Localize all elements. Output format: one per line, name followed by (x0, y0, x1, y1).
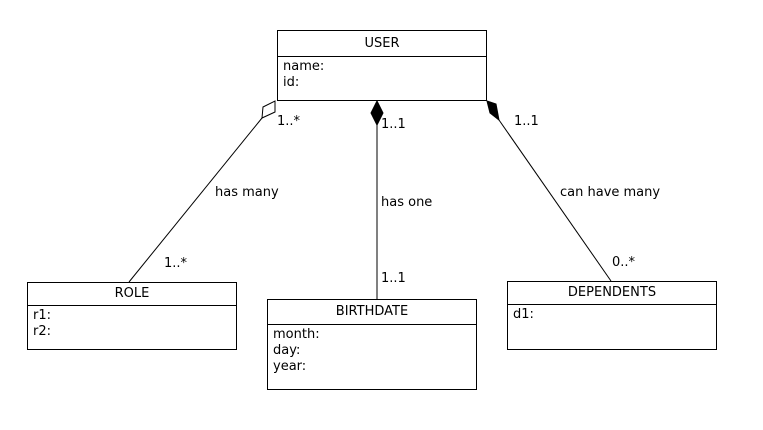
association-label: has many (215, 185, 279, 200)
class-attributes: d1: (508, 305, 716, 325)
multiplicity-label: 1..1 (381, 117, 406, 132)
multiplicity-label: 0..* (612, 255, 636, 270)
class-name: DEPENDENTS (508, 282, 716, 305)
multiplicity-label: 1..1 (514, 114, 539, 129)
user-dependents-association-line (498, 119, 612, 282)
association-label: has one (381, 195, 433, 210)
composition-diamond-icon (486, 100, 500, 122)
attribute: name: (283, 59, 325, 74)
class-dependents[interactable]: DEPENDENTS d1: (507, 281, 717, 350)
attribute: r2: (33, 324, 51, 339)
attribute: id: (283, 75, 300, 90)
aggregation-diamond-icon (261, 100, 276, 119)
attribute: d1: (513, 307, 534, 322)
class-birthdate[interactable]: BIRTHDATE month: day: year: (267, 299, 477, 390)
user-role-association-line (128, 117, 263, 283)
multiplicity-label: 1..1 (381, 271, 406, 286)
class-name: USER (278, 31, 486, 57)
class-name: ROLE (28, 283, 236, 306)
attribute: year: (273, 359, 307, 374)
attribute: r1: (33, 308, 51, 323)
class-role[interactable]: ROLE r1: r2: (27, 282, 237, 350)
multiplicity-label: 1..* (277, 114, 301, 129)
class-attributes: month: day: year: (268, 325, 476, 377)
class-user[interactable]: USER name: id: (277, 30, 487, 101)
class-name: BIRTHDATE (268, 300, 476, 325)
class-attributes: name: id: (278, 57, 486, 93)
class-attributes: r1: r2: (28, 306, 236, 342)
attribute: month: (273, 327, 320, 342)
attribute: day: (273, 343, 301, 358)
composition-diamond-icon (370, 99, 384, 127)
multiplicity-label: 1..* (164, 256, 188, 271)
association-label: can have many (560, 185, 661, 200)
